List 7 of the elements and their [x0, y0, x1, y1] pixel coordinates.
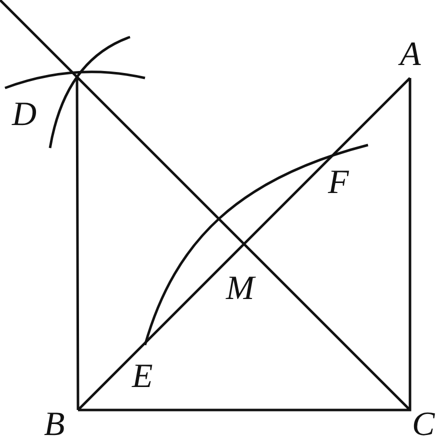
point-label: C [412, 408, 435, 442]
point-label: E [132, 360, 153, 394]
point-label: A [400, 38, 421, 72]
point-label: B [44, 408, 65, 442]
point-label: D [12, 98, 37, 132]
point-label: M [226, 272, 254, 306]
point-label: F [328, 166, 349, 200]
